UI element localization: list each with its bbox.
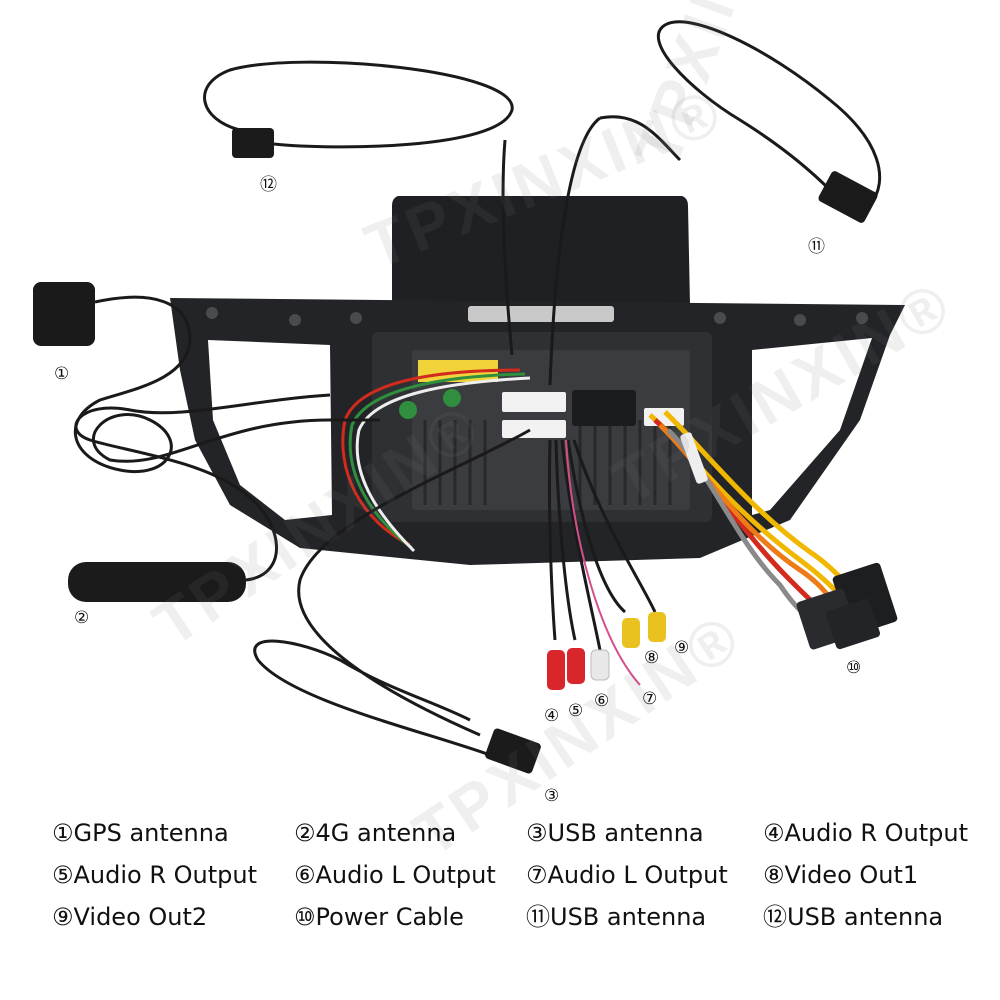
green-connector-b: [443, 389, 461, 407]
gps-cable: [73, 295, 380, 473]
legend-item-power-cable: ⑩Power Cable: [294, 903, 464, 931]
callout-11: ⑪: [808, 237, 825, 257]
usb-plug-3: [485, 728, 541, 774]
callout-10: ⑩: [846, 658, 862, 678]
harness-clip: [680, 432, 708, 484]
legend-item-usb-antenna-12: ⑫USB antenna: [763, 903, 944, 931]
legend-item-audio-r-output-4: ④Audio R Output: [763, 819, 969, 847]
callout-7: ⑦: [642, 689, 658, 709]
callout-1: ①: [54, 364, 70, 384]
plug-block-upper: [502, 392, 566, 412]
legend-item-video-out2: ⑨Video Out2: [52, 903, 208, 931]
callout-6: ⑥: [594, 691, 610, 711]
frame-cutout-right: [752, 338, 872, 515]
callout-5: ⑤: [568, 701, 584, 721]
callout-8: ⑧: [644, 648, 660, 668]
legend-item-audio-l-output-6: ⑥Audio L Output: [294, 861, 496, 889]
frame-cutout-left: [208, 340, 332, 520]
usb-cable-11-top: [599, 115, 682, 162]
usb-cable-12: [203, 60, 514, 356]
usb-plug-12: [232, 128, 274, 158]
legend-item-video-out1: ⑧Video Out1: [763, 861, 919, 889]
rca-plugs: [547, 612, 666, 690]
rca-cable-bundle: [547, 439, 657, 686]
heatsink-fins: [423, 420, 672, 505]
usb-plug-11: [818, 171, 878, 223]
legend-item-gps-antenna: ①GPS antenna: [52, 819, 229, 847]
4g-cable: [74, 393, 331, 582]
legend-item-audio-r-output-5: ⑤Audio R Output: [52, 861, 258, 889]
legend-item-audio-l-output-7: ⑦Audio L Output: [526, 861, 728, 889]
display-housing: [392, 196, 690, 305]
callout-2: ②: [74, 608, 90, 628]
callout-12: ⑫: [260, 175, 277, 195]
usb-cable-3: [253, 428, 531, 757]
mount-strip: [468, 306, 614, 322]
green-connector-a: [399, 401, 417, 419]
callout-3: ③: [544, 786, 560, 806]
legend-item-usb-antenna-3: ③USB antenna: [526, 819, 704, 847]
power-connector: [796, 562, 898, 650]
usb-cable-11: [548, 20, 882, 386]
parts-legend: ①GPS antenna ②4G antenna ③USB antenna ④A…: [52, 816, 992, 934]
gps-antenna: [33, 282, 95, 346]
product-photo: [33, 20, 905, 774]
plug-block-lower: [502, 420, 566, 438]
frame-screws: [206, 307, 868, 326]
legend-item-4g-antenna: ②4G antenna: [294, 819, 457, 847]
plug-port-center: [572, 390, 636, 426]
4g-antenna: [68, 562, 246, 602]
callout-9: ⑨: [674, 638, 690, 658]
legend-item-usb-antenna-11: ⑪USB antenna: [526, 903, 707, 931]
callout-4: ④: [544, 706, 560, 726]
